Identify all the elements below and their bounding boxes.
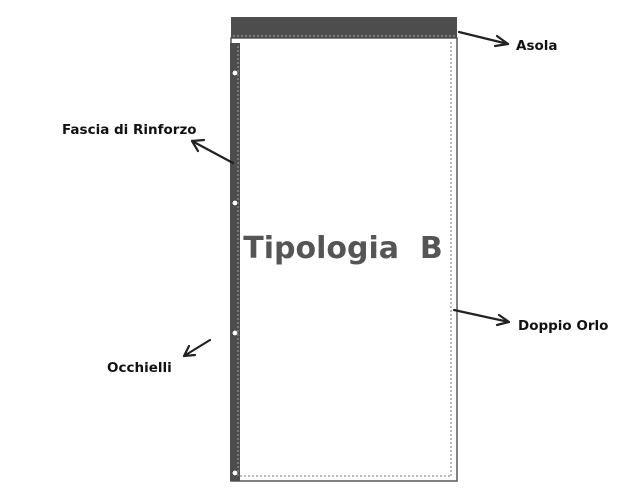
reinforcement-band bbox=[230, 43, 240, 481]
label-doppio-orlo: Doppio Orlo bbox=[518, 318, 608, 334]
arrow-fascia bbox=[190, 138, 235, 165]
label-occhielli: Occhielli bbox=[107, 360, 172, 376]
label-fascia-di-rinforzo: Fascia di Rinforzo bbox=[62, 122, 197, 138]
grommet bbox=[231, 199, 239, 207]
grommet bbox=[231, 69, 239, 77]
panel bbox=[230, 37, 458, 482]
arrow-doppio-orlo bbox=[452, 308, 511, 327]
sleeve-band bbox=[231, 17, 457, 38]
arrow-asola bbox=[457, 30, 510, 48]
diagram-title: Tipologia B bbox=[243, 231, 442, 266]
grommet bbox=[231, 469, 239, 477]
arrow-occhielli bbox=[182, 338, 212, 358]
label-asola: Asola bbox=[516, 38, 558, 54]
grommet bbox=[231, 329, 239, 337]
